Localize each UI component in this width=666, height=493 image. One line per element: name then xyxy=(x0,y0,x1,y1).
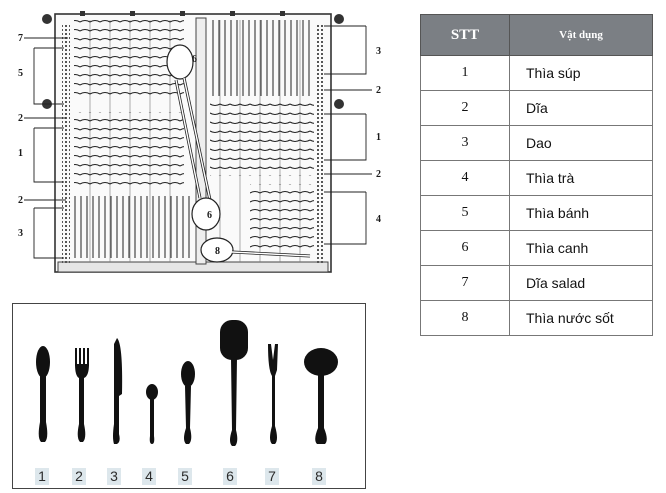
row-stt: 6 xyxy=(420,230,510,266)
callout-left: 5 xyxy=(18,68,23,79)
dessert-spoon-icon xyxy=(181,361,195,444)
row-item: Thìa súp xyxy=(509,55,653,91)
rack-knob-icon xyxy=(42,14,344,109)
serving-spoon-icon xyxy=(174,79,221,231)
callout-left: 3 xyxy=(18,228,23,239)
callout-inner: 6 xyxy=(192,54,197,65)
callout-left: 1 xyxy=(18,148,23,159)
serving-spoon-icon xyxy=(166,44,212,201)
row-item: Dao xyxy=(509,125,653,161)
row-stt: 8 xyxy=(420,300,510,336)
dishwasher-rack-diagram: 6 6 8 7 5 2 1 2 3 3 2 1 2 4 xyxy=(18,11,381,273)
forks-group xyxy=(74,112,184,188)
serving-spoon-icon xyxy=(220,320,248,446)
table-row: 1 Thìa súp xyxy=(420,55,653,91)
callout-inner: 6 xyxy=(207,210,212,221)
callout-right: 4 xyxy=(376,214,381,225)
sauce-ladle-icon xyxy=(200,237,311,263)
row-stt: 5 xyxy=(420,195,510,231)
cutlery-silhouettes xyxy=(36,320,338,446)
header-stt: STT xyxy=(420,14,510,56)
row-stt: 2 xyxy=(420,90,510,126)
soup-spoon-icon xyxy=(36,346,50,442)
cutlery-legend-panel: 1 2 3 4 5 6 7 8 xyxy=(12,303,366,489)
callout-left: 2 xyxy=(18,195,23,206)
callout-right: 2 xyxy=(376,169,381,180)
knives-group xyxy=(210,20,314,96)
row-item: Thìa nước sốt xyxy=(509,300,653,336)
cutlery-number: 5 xyxy=(178,468,192,485)
knives-group xyxy=(74,196,192,258)
row-item: Dĩa salad xyxy=(509,265,653,301)
row-stt: 7 xyxy=(420,265,510,301)
table-row: 7 Dĩa salad xyxy=(420,265,653,301)
row-item: Thìa bánh xyxy=(509,195,653,231)
row-stt: 3 xyxy=(420,125,510,161)
cutlery-number: 7 xyxy=(265,468,279,485)
cutlery-number: 2 xyxy=(72,468,86,485)
cutlery-number: 4 xyxy=(142,468,156,485)
row-stt: 1 xyxy=(420,55,510,91)
row-item: Thìa trà xyxy=(509,160,653,196)
row-stt: 4 xyxy=(420,160,510,196)
forks-group xyxy=(210,100,314,176)
knife-icon xyxy=(113,338,123,444)
salad-fork-icon xyxy=(268,344,278,444)
callout-left: 7 xyxy=(18,33,23,44)
callout-left: 2 xyxy=(18,113,23,124)
row-item: Thìa canh xyxy=(509,230,653,266)
table-row: 3 Dao xyxy=(420,125,653,161)
table-row: 6 Thìa canh xyxy=(420,230,653,266)
fork-icon xyxy=(75,348,89,442)
table-row: 4 Thìa trà xyxy=(420,160,653,196)
table-row: 8 Thìa nước sốt xyxy=(420,300,653,336)
cutlery-legend-table: STT Vật dụng 1 Thìa súp 2 Dĩa 3 Dao 4 Th… xyxy=(420,14,653,336)
callout-right: 2 xyxy=(376,85,381,96)
cutlery-number: 1 xyxy=(35,468,49,485)
header-item: Vật dụng xyxy=(509,14,653,56)
table-row: 5 Thìa bánh xyxy=(420,195,653,231)
table-header-row: STT Vật dụng xyxy=(420,14,653,56)
tea-spoon-icon xyxy=(146,384,158,444)
cutlery-number: 8 xyxy=(312,468,326,485)
table-row: 2 Dĩa xyxy=(420,90,653,126)
teaspoons-group xyxy=(250,184,314,254)
callout-right: 1 xyxy=(376,132,381,143)
callout-inner: 8 xyxy=(215,246,220,257)
callout-right: 3 xyxy=(376,46,381,57)
cutlery-number: 3 xyxy=(107,468,121,485)
row-item: Dĩa xyxy=(509,90,653,126)
forks-group xyxy=(74,20,184,96)
sauce-ladle-icon xyxy=(304,348,338,444)
cutlery-number: 6 xyxy=(223,468,237,485)
